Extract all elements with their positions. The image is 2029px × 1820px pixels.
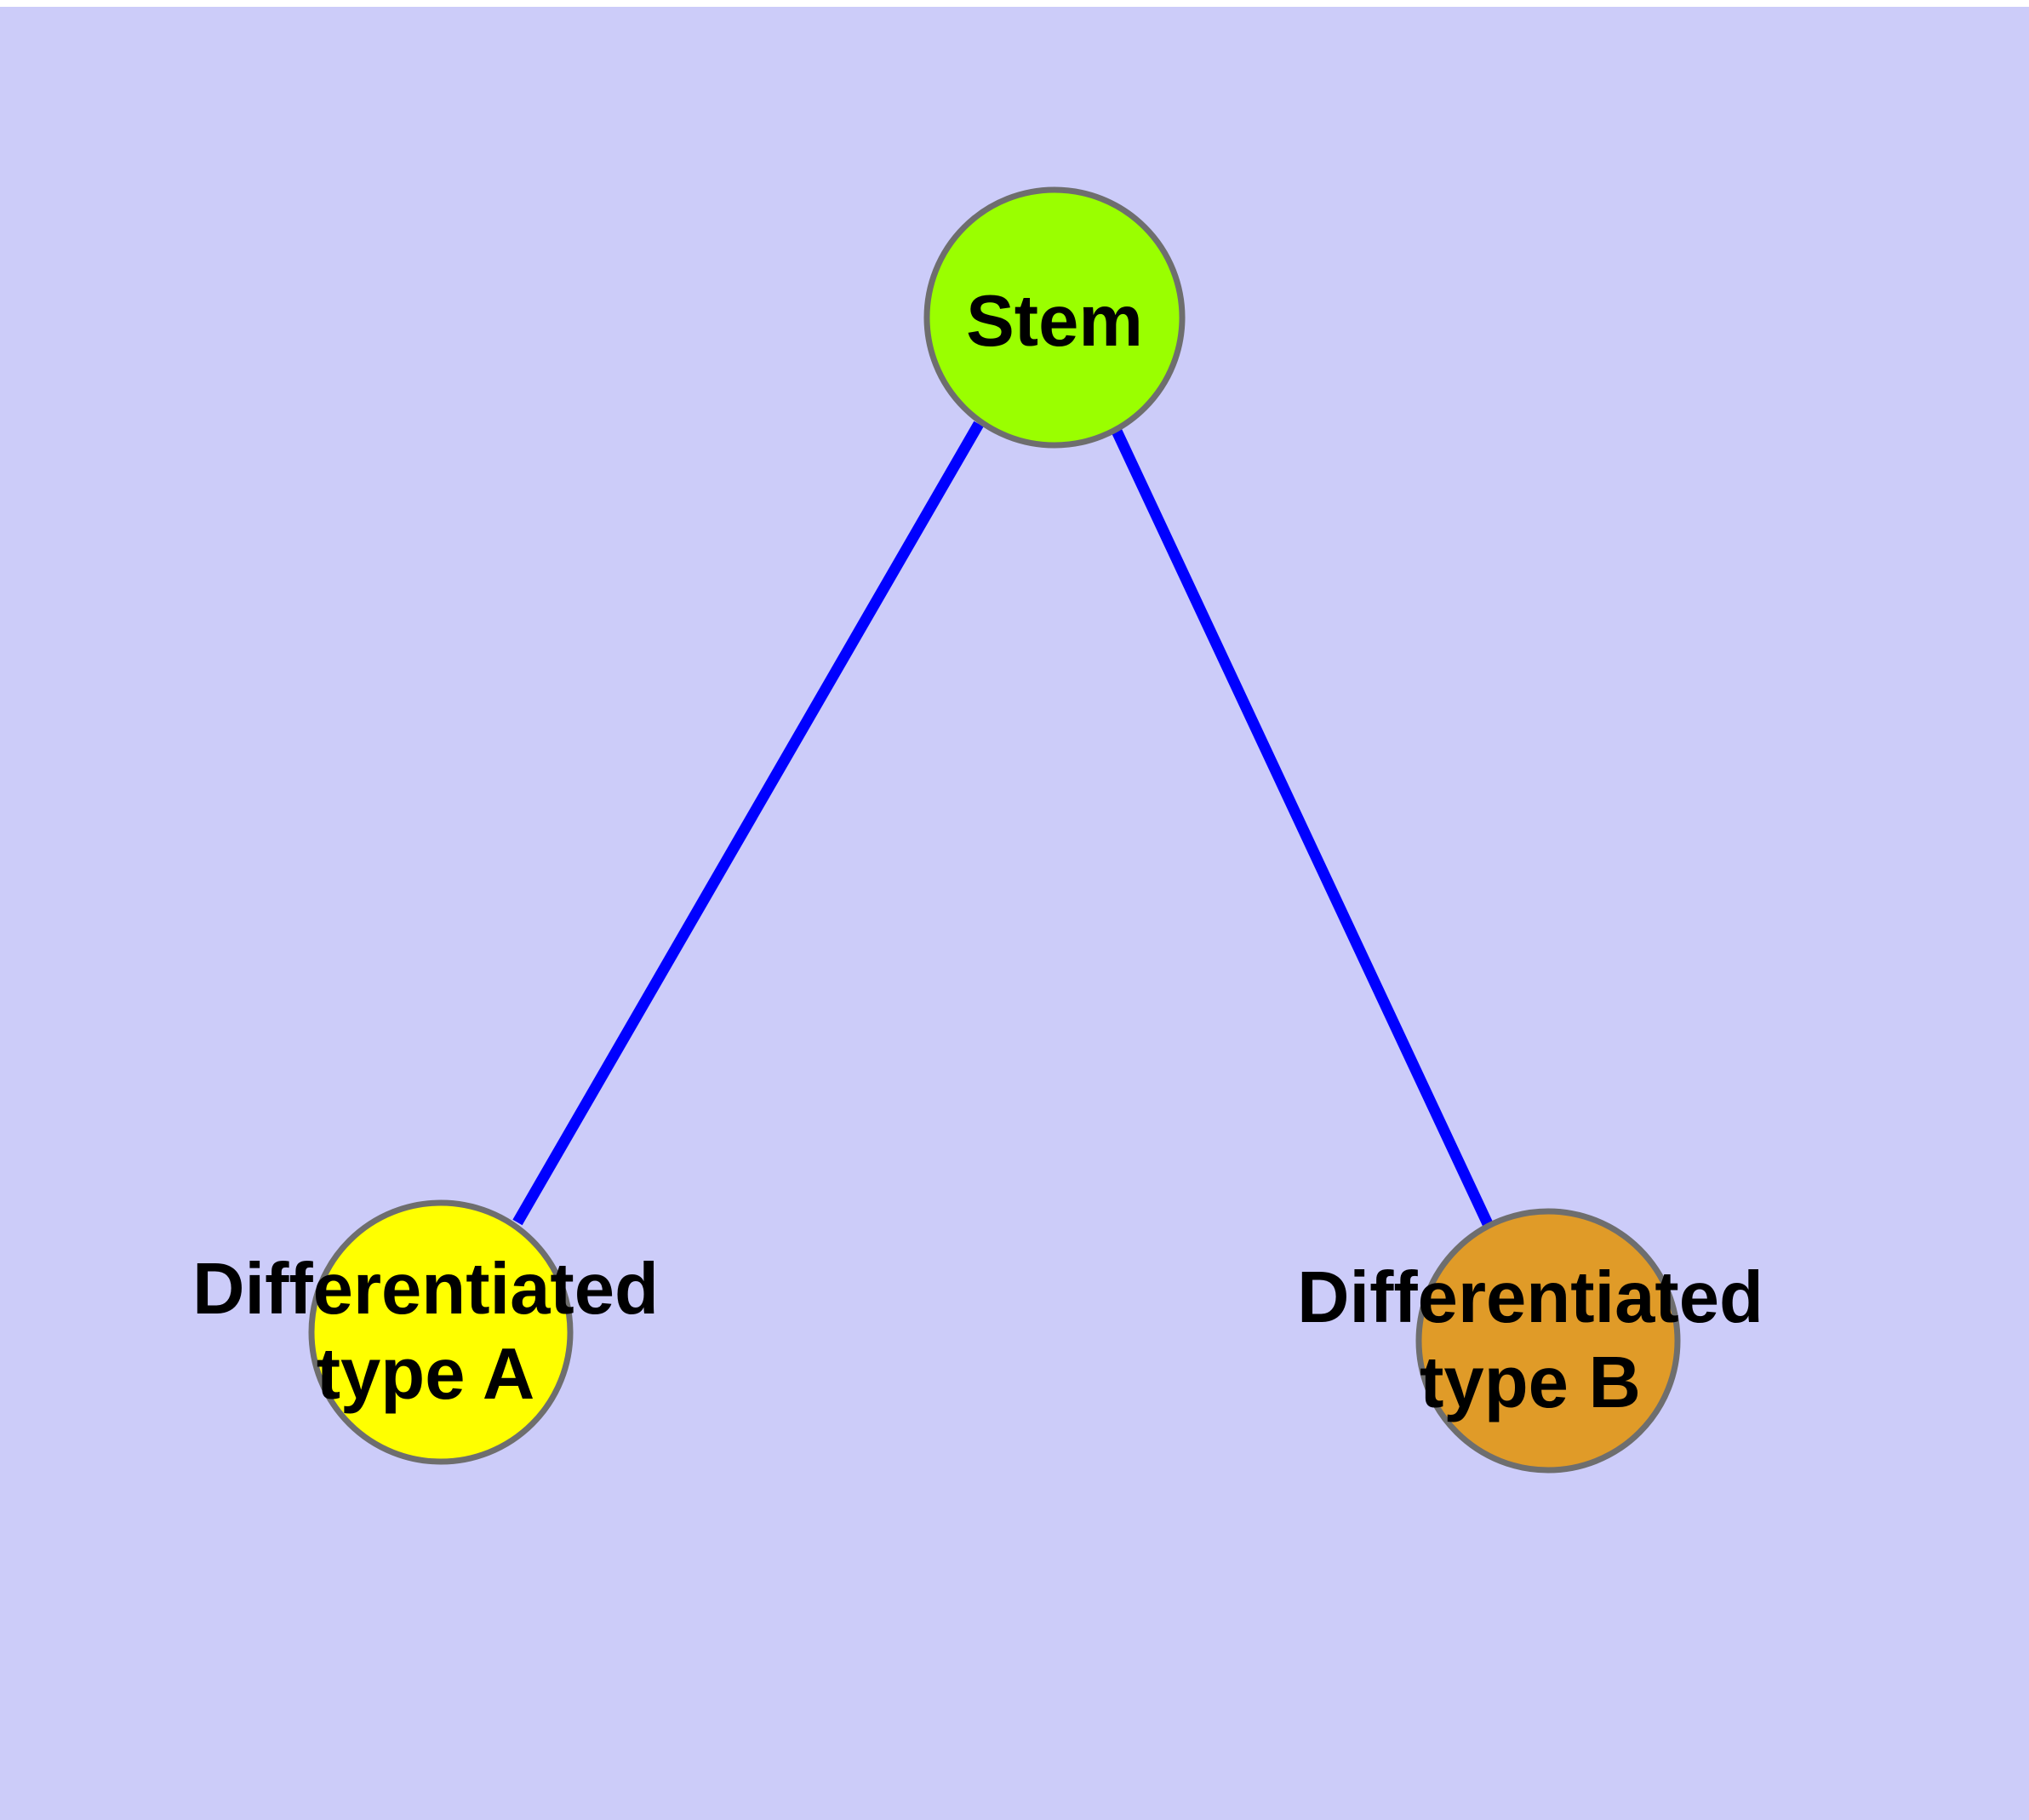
node-differentiated-type-a[interactable] bbox=[308, 1199, 574, 1465]
edge-layer bbox=[512, 421, 1495, 1230]
node-label-stem: Stem bbox=[966, 281, 1143, 362]
cell-differentiation-graph: Stem Differentiated type A Differentiate… bbox=[192, 186, 1763, 1474]
node-label-differentiated-type-a-line2: type A bbox=[317, 1334, 535, 1415]
diagram-background: Stem Differentiated type A Differentiate… bbox=[0, 7, 2029, 1820]
node-label-differentiated-type-b-line1: Differentiated bbox=[1297, 1257, 1763, 1338]
node-label-differentiated-type-a-line1: Differentiated bbox=[192, 1249, 659, 1330]
edge-stem-to-differentiated-type-a[interactable] bbox=[512, 421, 984, 1226]
node-differentiated-type-b[interactable] bbox=[1415, 1208, 1681, 1474]
node-label-differentiated-type-b-line2: type B bbox=[1420, 1342, 1641, 1423]
edge-stem-to-differentiated-type-b[interactable] bbox=[1110, 425, 1495, 1230]
node-stem[interactable] bbox=[923, 186, 1186, 449]
label-layer: Stem Differentiated type A Differentiate… bbox=[192, 281, 1763, 1423]
node-layer bbox=[308, 186, 1681, 1474]
